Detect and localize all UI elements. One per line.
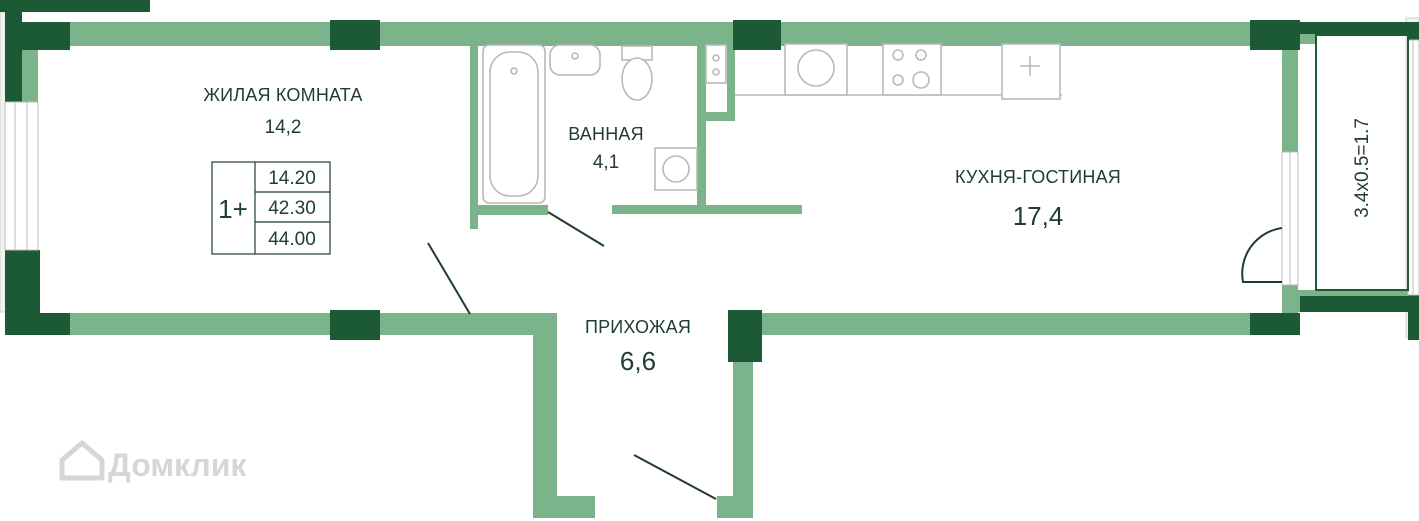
kitchen-living-area: 17,4: [1013, 201, 1064, 231]
sink: [549, 44, 601, 76]
balcony-label: 3.4x0.5=1.7: [1352, 118, 1373, 218]
total-area-value: 42.30: [268, 198, 316, 219]
walls: [22, 22, 1408, 518]
bathroom-name: ВАННАЯ: [568, 124, 644, 144]
toilet: [621, 45, 653, 101]
house-logo-icon: [59, 440, 105, 481]
apartment-type: 1+: [218, 194, 248, 224]
bathroom-area: 4,1: [593, 152, 619, 173]
bathtub: [482, 44, 546, 204]
hallway-area: 6,6: [620, 346, 656, 376]
living-area-value: 14.20: [268, 168, 316, 189]
watermark-text: Домклик: [108, 447, 247, 483]
water-heater: [705, 44, 727, 84]
balcony-door-window: [1281, 151, 1299, 286]
doors: [427, 211, 1283, 500]
living-room-name: ЖИЛАЯ КОМНАТА: [203, 85, 362, 105]
window-left: [4, 101, 39, 251]
watermark: Домклик: [59, 440, 247, 483]
living-room-area: 14,2: [265, 117, 302, 138]
washing-machine: [654, 147, 698, 191]
balcony-window: [1315, 34, 1419, 296]
kitchen-counter: [735, 43, 1062, 100]
area-with-balcony-value: 44.00: [268, 229, 316, 250]
hallway-name: ПРИХОЖАЯ: [585, 317, 691, 337]
spec-table: 1+ 14.20 42.30 44.00: [211, 161, 331, 255]
kitchen-living-name: КУХНЯ-ГОСТИНАЯ: [955, 167, 1121, 187]
